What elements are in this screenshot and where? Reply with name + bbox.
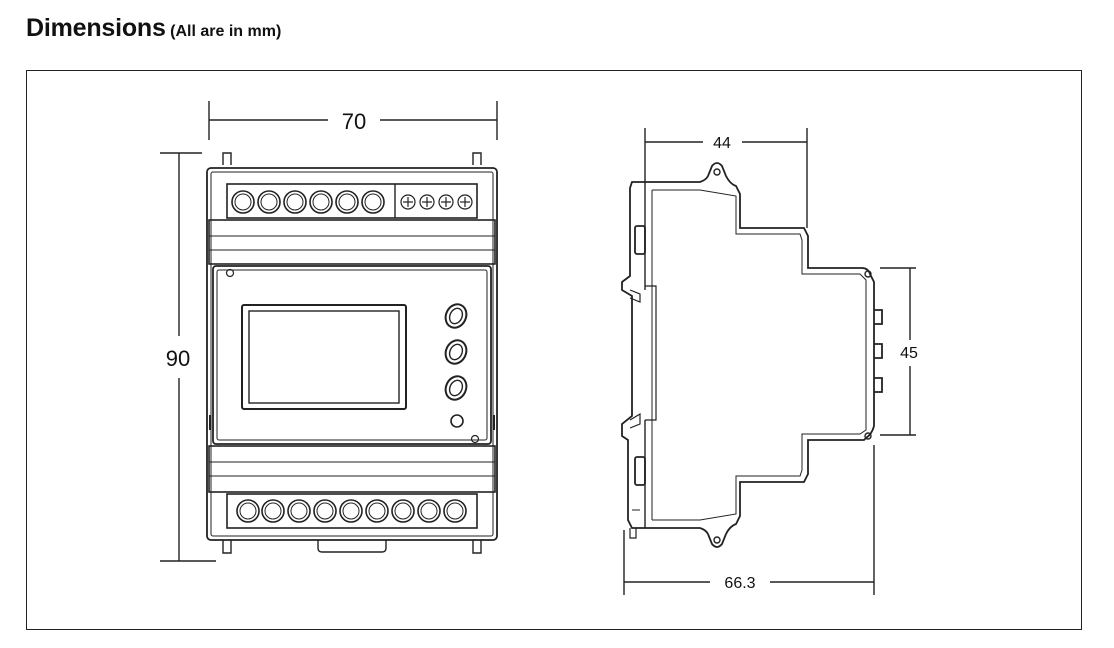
terminal-screw xyxy=(257,190,281,214)
terminal-screw xyxy=(283,190,307,214)
terminal-screw xyxy=(361,190,385,214)
terminal-screw xyxy=(339,499,363,523)
terminal-screw xyxy=(261,499,285,523)
terminal-screw xyxy=(236,499,260,523)
front-panel-buttons xyxy=(444,303,468,428)
terminal-screw xyxy=(313,499,337,523)
terminal-screw xyxy=(287,499,311,523)
top-terminal-screws xyxy=(231,190,385,214)
terminal-screw xyxy=(335,190,359,214)
heading-title: Dimensions xyxy=(26,14,166,42)
bottom-terminal-screws xyxy=(236,499,467,523)
dimension-depth-top-label: 44 xyxy=(713,135,731,152)
terminal-screw xyxy=(417,499,441,523)
signal-screw xyxy=(419,194,435,210)
section-heading: Dimensions (All are in mm) xyxy=(26,14,281,43)
top-signal-screws xyxy=(400,194,473,210)
heading-unit-note: (All are in mm) xyxy=(170,23,282,40)
terminal-screw xyxy=(365,499,389,523)
side-view xyxy=(621,128,916,595)
dimension-depth-bottom-label: 66.3 xyxy=(724,575,755,592)
terminal-screw xyxy=(309,190,333,214)
dimension-window-height-label: 45 xyxy=(900,345,918,362)
terminal-screw xyxy=(443,499,467,523)
signal-screw xyxy=(438,194,454,210)
terminal-screw xyxy=(231,190,255,214)
dimension-height-label: 90 xyxy=(166,346,190,371)
signal-screw xyxy=(400,194,416,210)
terminal-screw xyxy=(391,499,415,523)
dimension-width-label: 70 xyxy=(342,109,366,134)
signal-screw xyxy=(457,194,473,210)
front-view xyxy=(160,101,498,562)
drawing-frame xyxy=(26,70,1082,630)
